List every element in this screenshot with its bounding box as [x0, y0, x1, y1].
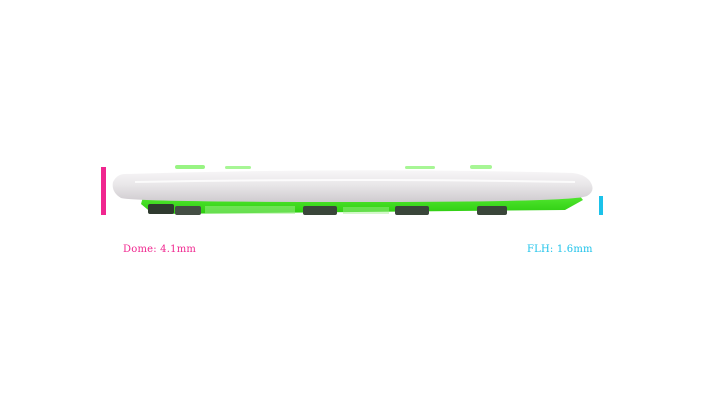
- switch-housing: [477, 206, 507, 215]
- top-sliver: [175, 165, 205, 169]
- dome-cover: [112, 170, 593, 202]
- switch-housing: [175, 206, 201, 215]
- top-sliver: [405, 166, 435, 169]
- switch-housing: [148, 204, 174, 214]
- top-sliver: [470, 165, 492, 169]
- dome-height-caption: Dome: 4.1mm: [123, 244, 197, 255]
- top-sliver: [225, 166, 251, 169]
- pcb-gap: [205, 206, 295, 214]
- flat-height-marker: [599, 196, 603, 215]
- switch-housing: [303, 206, 337, 215]
- dome-highlight: [134, 179, 576, 183]
- device-side-view-photo: [112, 165, 593, 215]
- switch-housing: [395, 206, 429, 215]
- dome-height-marker: [101, 167, 106, 215]
- flat-height-caption: FLH: 1.6mm: [527, 244, 593, 255]
- pcb-gap: [343, 207, 389, 214]
